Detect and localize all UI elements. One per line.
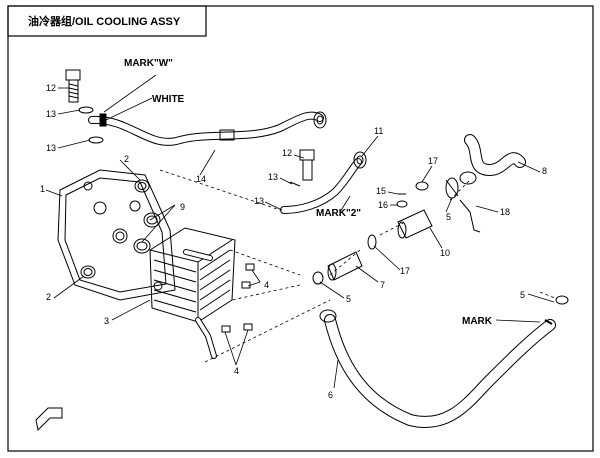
white-label: WHITE	[152, 94, 185, 105]
part-8-hose	[459, 134, 526, 185]
part-3-oil-cooler	[149, 227, 236, 359]
part-2-seal-rings	[80, 179, 150, 279]
title-box	[7, 5, 207, 37]
mark-w-label: MARK"W"	[124, 58, 173, 69]
part-7-pipe	[327, 251, 363, 281]
callout-14: 14	[196, 174, 206, 184]
part-6-long-hose	[319, 295, 569, 428]
mark-label: MARK	[462, 316, 493, 327]
mark-2-label: MARK"2"	[316, 208, 361, 219]
callout-17-upper: 17	[428, 156, 438, 166]
part-18-bracket	[459, 199, 481, 233]
callout-leader-lines	[45, 74, 555, 389]
part-17-clamps	[312, 234, 377, 285]
callout-11: 11	[374, 126, 383, 136]
callout-8: 8	[542, 166, 547, 176]
callout-4-upper: 4	[264, 280, 269, 290]
page-title: 油冷器组/OIL COOLING ASSY	[28, 14, 181, 28]
callout-13-mid2: 13	[268, 172, 278, 182]
assembly-leader-lines	[159, 169, 556, 363]
mark-labels: MARK"W" WHITE MARK"2" MARK	[124, 58, 493, 327]
callout-18: 18	[500, 207, 510, 217]
callout-16: 16	[378, 200, 388, 210]
callout-numbers: 12 13 13 1 2 2 3 9 14 4 4 12 13 13 11 15…	[40, 83, 547, 400]
callout-12-mid: 12	[282, 148, 292, 158]
diagram-border	[7, 5, 594, 452]
part-1-mounting-plate	[57, 169, 176, 301]
callout-10: 10	[440, 248, 450, 258]
part-11-oil-hose	[280, 149, 367, 214]
callout-13-top: 13	[46, 109, 56, 119]
callout-12-top: 12	[46, 83, 56, 93]
part-15-16-fittings	[396, 177, 459, 208]
callout-9: 9	[180, 202, 185, 212]
callout-13-mid: 13	[46, 143, 56, 153]
part-12-banjo-bolt	[65, 69, 81, 103]
callout-3: 3	[104, 316, 109, 326]
callout-1: 1	[40, 184, 45, 194]
callout-15: 15	[376, 186, 386, 196]
callout-2-upper: 2	[124, 154, 129, 164]
callout-5-upper: 5	[446, 212, 451, 222]
callout-17-lower: 17	[400, 266, 410, 276]
part-13-washers	[78, 106, 104, 144]
callout-7: 7	[380, 280, 385, 290]
callout-5-mid: 5	[346, 294, 351, 304]
callout-5-right: 5	[520, 290, 525, 300]
callout-4-lower: 4	[234, 366, 239, 376]
callout-6: 6	[328, 390, 333, 400]
part-4-bolts	[221, 263, 255, 333]
callout-2-lower: 2	[46, 292, 51, 302]
front-direction-arrow-icon	[35, 407, 63, 432]
callout-13-low: 13	[254, 196, 264, 206]
part-14-oil-hose	[88, 111, 327, 146]
part-10-connector	[397, 209, 433, 239]
